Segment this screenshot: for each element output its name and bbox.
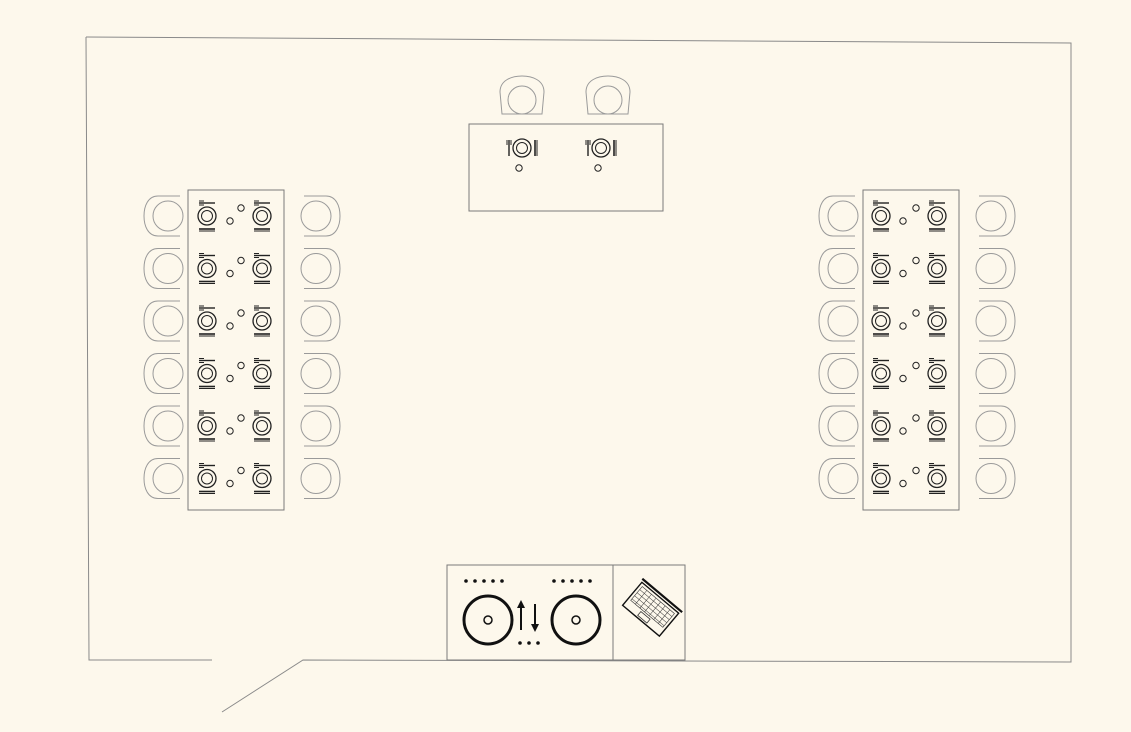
banquet-table-surface (187, 189, 285, 511)
chair (300, 405, 341, 447)
dj-controller-dots (464, 579, 592, 645)
chair (300, 458, 341, 499)
chair (818, 195, 859, 237)
chair (975, 248, 1016, 289)
chair (975, 353, 1016, 394)
room-walls (85, 36, 1072, 713)
turntable-left-icon (462, 594, 514, 646)
chair (143, 458, 184, 499)
room-wall-left (85, 36, 212, 661)
chair (818, 300, 859, 342)
chair (300, 300, 341, 342)
chair (818, 353, 859, 394)
room-wall-main (85, 36, 1072, 713)
head-table (468, 75, 664, 212)
turntable-right-icon (550, 594, 602, 646)
chair (818, 405, 859, 447)
chair (300, 353, 341, 394)
chair (143, 248, 184, 289)
chair (818, 458, 859, 499)
head-table-surface (468, 123, 664, 212)
laptop-stand (612, 564, 686, 661)
chair (975, 195, 1016, 237)
chair (300, 248, 341, 289)
dj-controller (446, 564, 614, 661)
banquet-table-surface (862, 189, 960, 511)
chair (975, 458, 1016, 499)
chair (975, 405, 1016, 447)
banquet-table-right (818, 189, 1016, 511)
chair (143, 353, 184, 394)
chair (818, 248, 859, 289)
dj-booth (446, 564, 686, 661)
crossfader-icon (517, 600, 539, 632)
head-table-chair (499, 75, 545, 115)
chair (300, 195, 341, 237)
laptop-icon (621, 577, 683, 638)
chair (143, 405, 184, 447)
banquet-table-left (143, 189, 341, 511)
chair (975, 300, 1016, 342)
head-table-chair (585, 75, 631, 115)
chair (143, 195, 184, 237)
chair (143, 300, 184, 342)
